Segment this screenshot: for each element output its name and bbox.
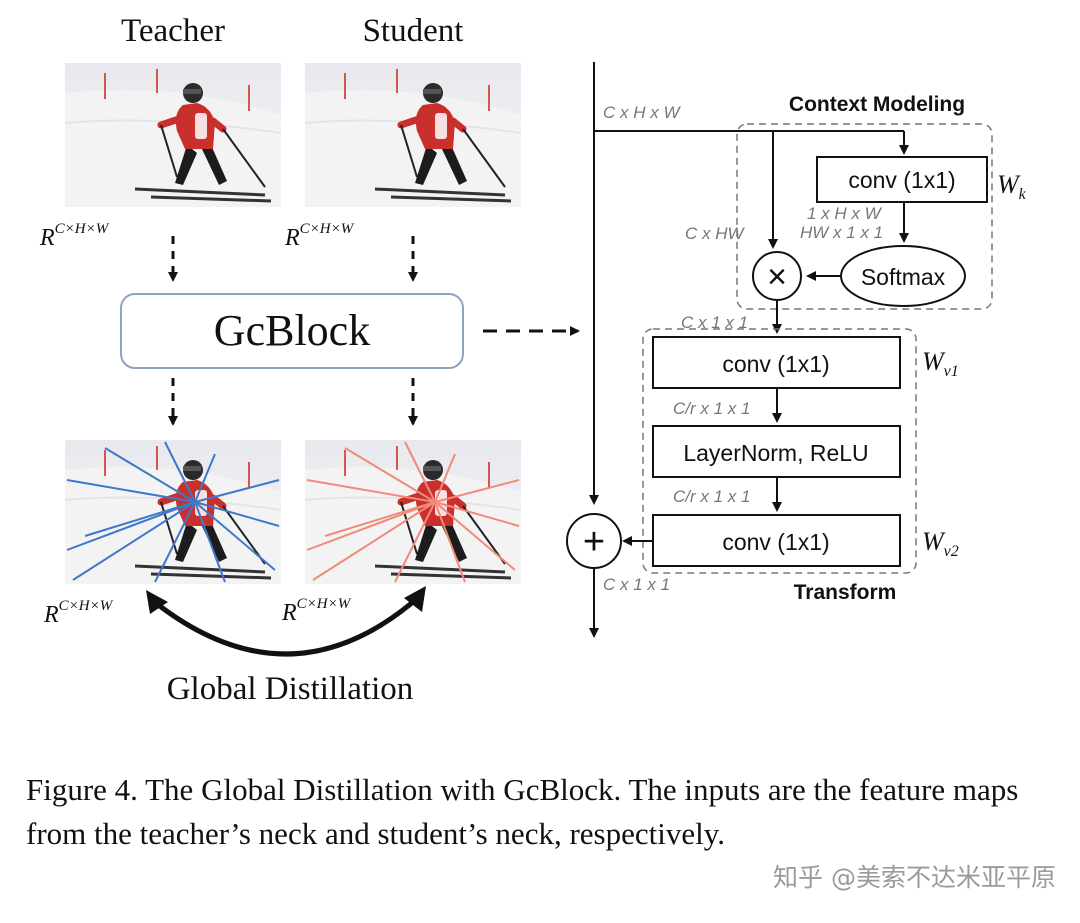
student-input-image xyxy=(305,63,521,207)
distillation-arrowhead-left xyxy=(146,590,168,614)
conv-v1-label: conv (1x1) xyxy=(722,351,829,377)
conv-v1-box xyxy=(652,336,901,389)
dim-input-label: C x H x W xyxy=(603,103,681,122)
relation-ray xyxy=(434,479,520,503)
figure-caption: Figure 4. The Global Distillation with G… xyxy=(26,772,1019,851)
add-node xyxy=(566,513,622,569)
teacher-output-feature-label: RC×H×W xyxy=(43,598,114,628)
relation-ray xyxy=(194,501,226,583)
add-symbol: + xyxy=(583,521,605,563)
student-feature-label: RC×H×W xyxy=(284,221,355,251)
gcblock-label: GcBlock xyxy=(214,306,370,355)
teacher-label: Teacher xyxy=(121,13,225,49)
softmax-ellipse xyxy=(840,245,966,307)
dim-chw-label: C x HW xyxy=(685,224,746,243)
relation-ray xyxy=(84,501,196,537)
student-label: Student xyxy=(363,13,464,49)
student-relation-rays xyxy=(306,441,520,583)
context-modeling-label: Context Modeling xyxy=(789,93,965,116)
relation-ray xyxy=(312,501,436,581)
relation-ray xyxy=(66,501,196,551)
relation-ray xyxy=(154,501,196,583)
distillation-curve xyxy=(150,594,422,657)
softmax-label: Softmax xyxy=(861,264,946,290)
relation-ray xyxy=(194,501,276,571)
relation-ray xyxy=(194,501,280,527)
relation-ray xyxy=(434,501,516,571)
dim-k1-label: 1 x H x W xyxy=(807,204,883,223)
w-v1-label: Wv1 xyxy=(922,347,959,380)
relation-ray xyxy=(434,501,466,583)
global-distillation-label: Global Distillation xyxy=(167,671,414,707)
dim-cr2-label: C/r x 1 x 1 xyxy=(673,487,750,506)
conv-k-label: conv (1x1) xyxy=(848,167,955,193)
layernorm-label: LayerNorm, ReLU xyxy=(683,440,868,466)
gcblock-box xyxy=(120,293,464,369)
watermark: 知乎 @美索不达米亚平原 xyxy=(773,863,1056,892)
relation-ray xyxy=(164,441,196,503)
student-output-image xyxy=(305,440,521,584)
relation-ray xyxy=(306,501,436,551)
dim-c11-bottom-label: C x 1 x 1 xyxy=(603,575,670,594)
teacher-feature-label: RC×H×W xyxy=(39,221,110,251)
teacher-input-image xyxy=(65,63,281,207)
relation-ray xyxy=(66,479,196,503)
relation-ray xyxy=(344,447,436,503)
w-v2-label: Wv2 xyxy=(922,527,959,560)
relation-ray xyxy=(194,453,216,503)
conv-v2-label: conv (1x1) xyxy=(722,529,829,555)
relation-ray xyxy=(404,441,436,503)
teacher-output-image xyxy=(65,440,281,584)
transform-label: Transform xyxy=(794,581,897,604)
dim-c11-top-label: C x 1 x 1 xyxy=(681,313,748,332)
relation-ray xyxy=(194,479,280,503)
conv-v2-box xyxy=(652,514,901,567)
dim-k2-label: HW x 1 x 1 xyxy=(800,223,883,242)
distillation-arrowhead-right xyxy=(404,586,426,612)
w-k-label: Wk xyxy=(997,170,1027,203)
multiply-symbol: × xyxy=(767,258,787,296)
student-output-feature-label: RC×H×W xyxy=(281,596,352,626)
relation-ray xyxy=(394,501,436,583)
transform-group xyxy=(642,328,917,574)
relation-ray xyxy=(434,453,456,503)
teacher-relation-rays xyxy=(66,441,280,583)
relation-ray xyxy=(72,501,196,581)
diagram: Teacher Student RC×H×W RC×H×W GcBlock RC… xyxy=(39,13,1027,707)
relation-ray xyxy=(104,447,196,503)
relation-ray xyxy=(324,501,436,537)
relation-ray xyxy=(434,501,520,527)
relation-ray xyxy=(306,479,436,503)
dim-cr1-label: C/r x 1 x 1 xyxy=(673,399,750,418)
conv-k-box xyxy=(816,156,988,203)
